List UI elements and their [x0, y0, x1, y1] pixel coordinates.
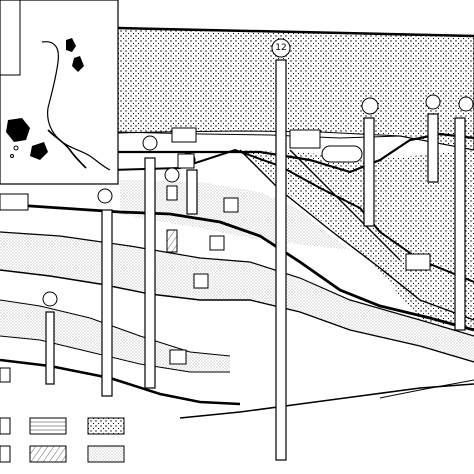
river: [47, 129, 87, 169]
island: [66, 38, 76, 52]
borehole: [164, 167, 180, 253]
right-dotted-wedge: [235, 150, 474, 330]
boundary-line-5: [0, 231, 474, 337]
fault-line-2: [289, 149, 401, 261]
boundary-line-8: [0, 335, 230, 373]
legend-swatch: [87, 417, 125, 435]
label-box: [171, 127, 197, 143]
borehole: [361, 97, 379, 227]
location-marker: [10, 154, 14, 158]
borehole-label: 12: [275, 43, 286, 53]
boundary-line-3: [109, 148, 474, 283]
upper-unit-top-line: [117, 26, 474, 38]
island: [6, 118, 30, 142]
boundary-line-7: [0, 299, 231, 357]
island: [72, 56, 84, 72]
legend-swatch: [29, 417, 67, 435]
legend-swatch: [0, 417, 11, 435]
location-marker: [13, 145, 19, 151]
legend-swatch: [87, 445, 125, 463]
coastline: [41, 41, 111, 171]
label-box: [321, 145, 363, 163]
island: [30, 142, 48, 160]
label-box: [193, 273, 209, 289]
stippled-bed-lower: [0, 300, 230, 372]
borehole: [42, 291, 58, 385]
stippled-bed-middle: [0, 232, 474, 362]
borehole: [142, 135, 158, 389]
boundary-line-6: [0, 269, 474, 363]
label-box: [177, 153, 195, 169]
boundary-line-4: [0, 202, 474, 332]
legend-swatch: [29, 445, 67, 463]
label-box: [0, 193, 29, 211]
label-box-group: [0, 127, 431, 383]
borehole: [425, 94, 441, 183]
label-box: [405, 253, 431, 271]
borehole-group: 12: [42, 38, 474, 461]
label-box: [0, 367, 11, 383]
boundary-line-11: [379, 379, 474, 399]
fault-line-1: [239, 149, 474, 321]
legend: [0, 417, 125, 463]
borehole: [454, 96, 474, 331]
label-box: [289, 129, 321, 149]
label-box: [223, 197, 239, 213]
boundary-line-9: [0, 358, 241, 406]
label-box: [169, 349, 187, 365]
inset-map: [0, 0, 119, 185]
label-box: [209, 235, 225, 251]
boundary-line-10: [179, 383, 474, 419]
borehole: 12: [271, 38, 291, 461]
borehole: [97, 188, 113, 397]
legend-swatch: [0, 445, 11, 463]
